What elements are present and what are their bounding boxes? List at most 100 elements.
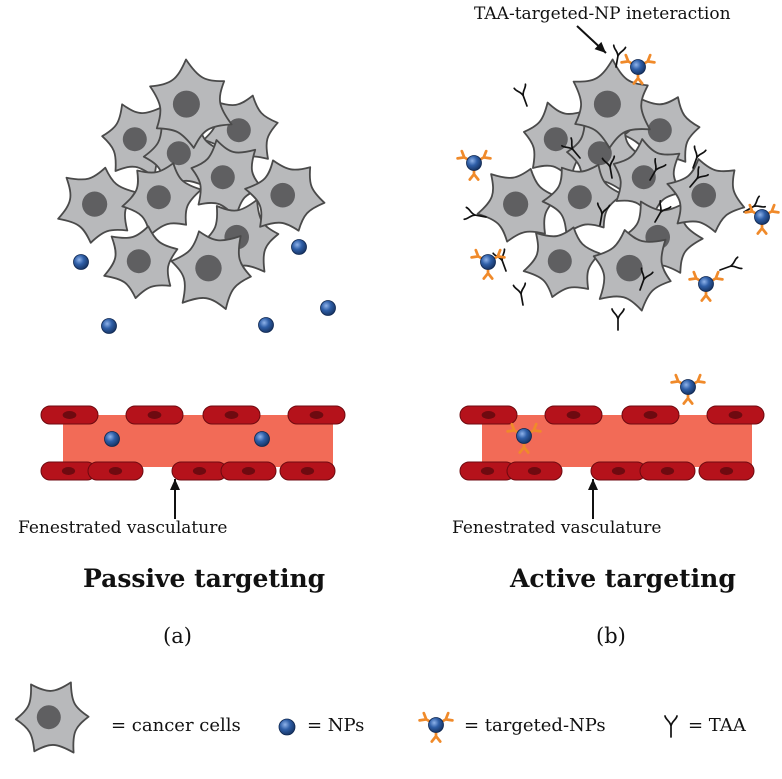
red-blood-cell	[125, 405, 184, 425]
taa-receptor	[639, 267, 654, 291]
taa-receptor	[612, 44, 627, 68]
red-blood-cell	[698, 461, 755, 481]
nanoparticle-core	[466, 155, 482, 171]
legend-taa-label: = TAA	[688, 715, 746, 736]
arrow-taa-interaction	[576, 25, 607, 54]
nanoparticle	[101, 318, 117, 334]
cancer-cell	[170, 230, 252, 310]
taa-receptor	[692, 145, 707, 169]
taa-receptor	[513, 83, 528, 107]
nanoparticle	[104, 431, 120, 447]
blood-vessel-b	[459, 405, 765, 481]
legend-cancer-cell-icon	[14, 681, 90, 754]
targeted-nanoparticle	[506, 422, 542, 454]
red-blood-cell	[544, 405, 603, 425]
targeted-nanoparticle	[470, 248, 506, 280]
taa-receptor	[654, 199, 672, 223]
red-blood-cell	[287, 405, 346, 425]
cell-nucleus	[691, 182, 717, 208]
cell-nucleus	[616, 254, 643, 282]
cancer-cell	[103, 225, 179, 299]
panel-sublabel-b: (b)	[596, 624, 626, 648]
red-blood-cell	[40, 405, 99, 425]
targeted-nanoparticle	[670, 373, 706, 405]
nanoparticle-core	[754, 209, 770, 225]
taa-receptor	[492, 248, 507, 272]
taa-receptor	[689, 166, 709, 188]
nanoparticle-core	[480, 254, 496, 270]
taa-receptor	[463, 206, 487, 221]
red-blood-cell	[87, 461, 144, 481]
targeted-nanoparticle	[456, 149, 492, 181]
cell-nucleus	[226, 118, 251, 143]
nanoparticle-core	[630, 59, 646, 75]
cell-nucleus	[166, 141, 191, 166]
cancer-cell	[592, 229, 672, 312]
panel-title-b: Active targeting	[510, 564, 736, 593]
vessel-label-a: Fenestrated vasculature	[18, 518, 228, 538]
cell-nucleus	[172, 90, 200, 118]
cell-nucleus	[593, 90, 621, 118]
red-blood-cell	[590, 461, 647, 481]
annotation-taa-np: TAA-targeted-NP ineteraction	[474, 4, 731, 24]
nanoparticle	[291, 239, 307, 255]
arrow-fenestration-b	[588, 479, 598, 519]
cell-nucleus	[587, 141, 612, 166]
panel-sublabel-a: (a)	[163, 624, 192, 648]
arrow-fenestration-a	[170, 479, 180, 519]
nanoparticle	[254, 431, 270, 447]
cell-nucleus	[36, 705, 61, 730]
cell-nucleus	[547, 249, 572, 274]
cancer-cell	[149, 58, 233, 149]
blood-vessel-a	[40, 405, 346, 481]
nanoparticle-core	[428, 717, 444, 733]
red-blood-cell	[202, 405, 261, 425]
red-blood-cell	[459, 461, 516, 481]
cell-nucleus	[122, 127, 147, 152]
taa-receptor	[601, 155, 616, 179]
nanoparticle	[320, 300, 336, 316]
cell-nucleus	[270, 182, 296, 208]
legend-np-icon	[278, 718, 296, 736]
nanoparticle-core	[516, 428, 532, 444]
cell-nucleus	[126, 249, 151, 274]
cancer-cell	[572, 58, 651, 149]
taa-receptor	[596, 202, 611, 226]
red-blood-cell	[459, 405, 518, 425]
cell-nucleus	[503, 191, 529, 217]
cell-nucleus	[647, 118, 672, 143]
cell-nucleus	[195, 254, 222, 282]
targeted-nanoparticle	[744, 203, 780, 235]
legend-targeted-np-icon	[418, 711, 454, 743]
cell-nucleus	[82, 191, 108, 217]
cell-nucleus	[146, 185, 171, 210]
red-blood-cell	[706, 405, 765, 425]
taa-receptor	[649, 157, 667, 181]
taa-receptor	[561, 137, 581, 159]
taa-receptor	[512, 282, 527, 306]
legend-cancer-label: = cancer cells	[111, 715, 241, 736]
red-blood-cell	[639, 461, 696, 481]
panel-title-a: Passive targeting	[83, 564, 326, 593]
targeted-nanoparticle	[688, 270, 724, 302]
red-blood-cell	[279, 461, 336, 481]
vessel-label-b: Fenestrated vasculature	[452, 518, 662, 538]
cancer-cell	[612, 138, 683, 220]
red-blood-cell	[40, 461, 97, 481]
taa-receptor	[719, 256, 743, 271]
nanoparticle	[258, 317, 274, 333]
legend	[14, 681, 678, 754]
red-blood-cell	[220, 461, 277, 481]
red-blood-cell	[506, 461, 563, 481]
cancer-cell	[522, 226, 601, 298]
cell-nucleus	[567, 185, 592, 210]
red-blood-cell	[171, 461, 228, 481]
cell-nucleus	[210, 165, 235, 190]
nanoparticle-core	[680, 379, 696, 395]
red-blood-cell	[621, 405, 680, 425]
cancer-cell	[57, 166, 137, 244]
legend-targeted-label: = targeted-NPs	[464, 715, 606, 736]
targeted-nanoparticle	[620, 53, 656, 85]
